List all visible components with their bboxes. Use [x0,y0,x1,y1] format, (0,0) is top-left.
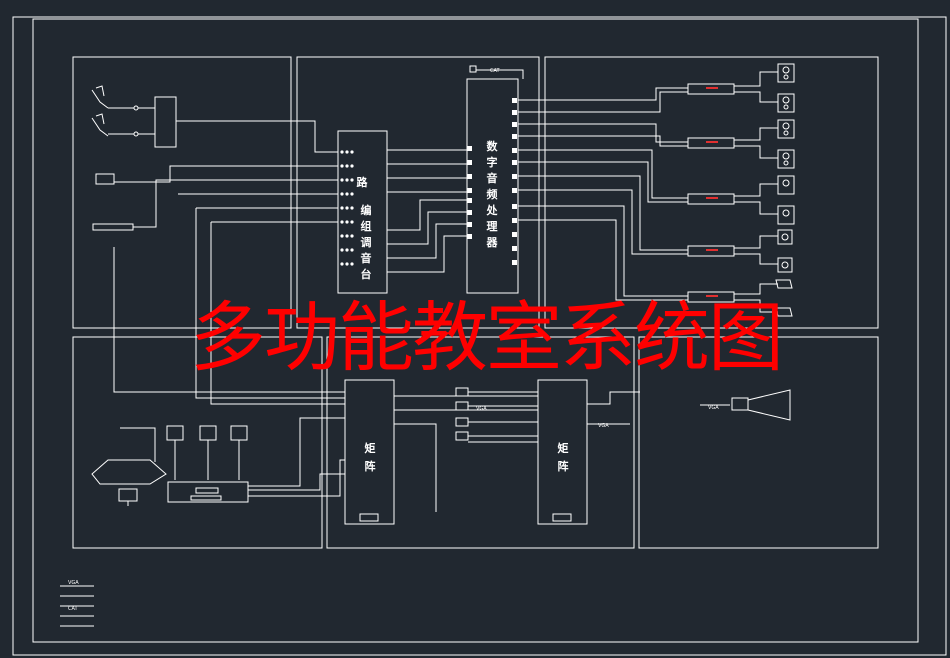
speaker-icon [777,63,795,83]
zone-mic-inputs [72,56,292,329]
camera-icon [230,425,248,441]
vga-label: VGA [476,406,487,412]
speaker-icon [777,119,795,139]
power-amplifier [687,291,735,303]
legend-cat-label: CAT [68,606,79,612]
control-keyboard [91,459,167,485]
dsp-label: 理 [487,220,498,233]
legend-vga-label: VGA [68,580,79,586]
laptop-icon [455,417,469,427]
power-amplifier [687,137,735,149]
dsp-ports [467,98,517,265]
power-amplifier [687,83,735,95]
zone-speakers [544,56,879,329]
video-matrix-left [344,379,395,525]
speaker-icon [775,279,793,289]
matrix-left-label: 阵 [365,459,376,473]
camera-icon [166,425,184,441]
camera-icon [199,425,217,441]
mixer [337,130,388,294]
speaker-icon [777,175,795,195]
mixer-label: 路 [357,175,369,189]
dsp-label: 音 [487,171,498,185]
speaker-cone-icons [781,66,790,269]
drawing-frame-inner [32,18,919,643]
conference-host [167,481,249,503]
laptop-icon [455,387,469,397]
matrix-right-label: 阵 [558,459,569,473]
mixer-label: 组 [361,219,372,233]
dsp-label: 字 [487,155,498,169]
speaker-icon [777,257,793,273]
laptop-icon [455,431,469,441]
gooseneck-mic-base [95,173,115,185]
zone-projection [638,336,879,549]
mixer-label: 编 [361,203,372,217]
dsp-label: 处 [486,203,499,217]
amp-indicators [706,87,718,297]
vga-label: VGA [598,423,609,429]
di-box [92,223,134,231]
drawing-frame-outer [12,16,947,656]
matrix-left-label: 矩 [365,441,376,455]
mixer-label: 音 [361,251,372,265]
vga-label: VGA [708,405,719,411]
dsp-processor [466,78,519,294]
zone-mixer-dsp [296,56,540,329]
power-amplifier [687,193,735,205]
diagram-title: 多功能教室系统图 [190,293,784,382]
speaker-icon [777,205,795,225]
mixer-label: 台 [361,267,372,281]
speaker-icon [777,93,795,113]
mixer-label: 调 [361,235,372,249]
zone-matrix [326,336,635,549]
monitor-icon [118,488,138,502]
dsp-label: 器 [486,236,499,249]
microphone-icon [91,85,109,109]
speaker-icon [777,229,793,245]
video-matrix-right [537,379,588,525]
dsp-label: 频 [487,187,498,201]
projector-icon [731,397,749,411]
zone-video-sources [72,336,323,549]
matrix-right-label: 矩 [558,441,569,455]
dsp-label: 数 [487,139,499,153]
power-amplifier [687,245,735,257]
wireless-receiver [154,96,177,148]
projection-screen [747,389,791,421]
speaker-icon [777,149,795,169]
laptop-icon [455,401,469,411]
speaker-icon [775,307,793,317]
microphone-icon [91,113,109,137]
cat-label: CAT [490,68,501,74]
mixer-input-ports [340,150,354,266]
